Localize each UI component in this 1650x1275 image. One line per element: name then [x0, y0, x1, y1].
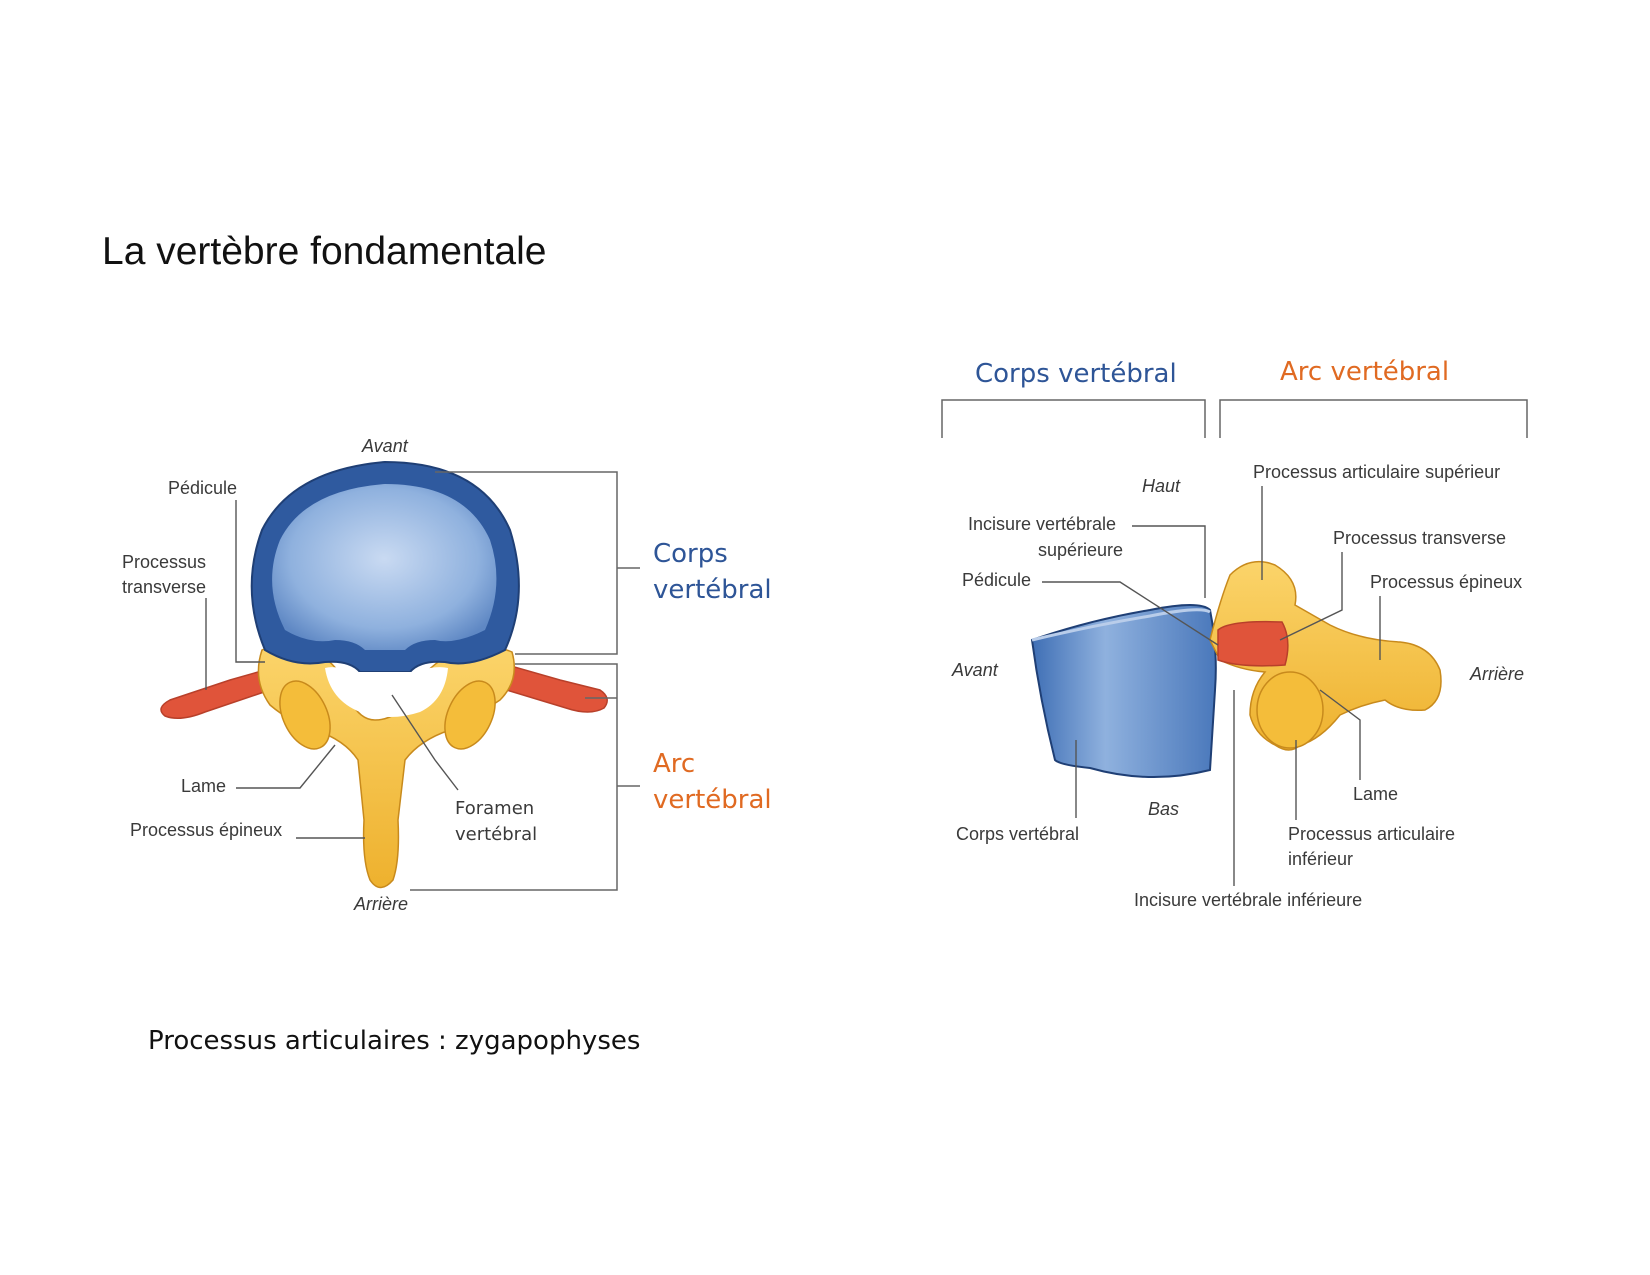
vertebral-body-cancellous [272, 484, 497, 650]
label-proc-art-sup: Processus articulaire supérieur [1253, 462, 1500, 482]
label-arc-top-1: Arc [653, 749, 695, 779]
articular-facet-right [444, 680, 496, 750]
label-corps-top-1: Corps [653, 539, 728, 569]
side-view-leader-lines [1042, 486, 1381, 886]
top-view-leader-lines [205, 471, 640, 891]
label-corps-vertebral-side: Corps vertébral [956, 824, 1079, 844]
label-lame-side: Lame [1353, 784, 1398, 804]
label-haut: Haut [1142, 476, 1181, 496]
label-pedicule-side: Pédicule [962, 570, 1031, 590]
label-incisure-sup-2: supérieure [1038, 540, 1123, 560]
label-arc-top-2: vertébral [653, 785, 772, 815]
bracket-arc [1219, 399, 1528, 438]
label-avant-top: Avant [361, 436, 409, 456]
bracket-corps [941, 399, 1206, 438]
label-proc-transverse-side: Processus transverse [1333, 528, 1506, 548]
articular-inferior-side [1256, 671, 1324, 749]
foramen-shape [325, 667, 448, 717]
label-pedicule-top: Pédicule [168, 478, 237, 498]
label-proc-art-inf-1: Processus articulaire [1288, 824, 1455, 844]
pedicle-side [1217, 620, 1289, 667]
label-foramen-2: vertébral [455, 824, 537, 845]
label-corps-top-2: vertébral [653, 575, 772, 605]
label-processus-transverse-top-2: transverse [122, 577, 206, 597]
label-incisure-sup-1: Incisure vertébrale [968, 514, 1116, 534]
page-title: La vertèbre fondamentale [102, 230, 547, 273]
label-arriere-top: Arrière [353, 894, 408, 914]
articular-facet-left [279, 680, 331, 750]
label-proc-art-inf-2: inférieur [1288, 849, 1353, 869]
top-view-illustration [160, 460, 608, 889]
vertebral-body-side [1030, 604, 1217, 778]
label-lame-top: Lame [181, 776, 226, 796]
header-arc-vertebral: Arc vertébral [1280, 357, 1449, 387]
label-processus-epineux-top: Processus épineux [130, 820, 282, 840]
label-processus-transverse-top-1: Processus [122, 552, 206, 572]
header-corps-vertebral: Corps vertébral [975, 359, 1177, 389]
footer-note: Processus articulaires : zygapophyses [148, 1026, 641, 1056]
side-view-illustration [1030, 560, 1442, 778]
label-proc-epineux-side: Processus épineux [1370, 572, 1522, 592]
label-incisure-inf: Incisure vertébrale inférieure [1134, 890, 1362, 910]
label-bas: Bas [1148, 799, 1179, 819]
label-foramen-1: Foramen [455, 798, 534, 819]
label-arriere-side: Arrière [1469, 664, 1524, 684]
label-avant-side: Avant [951, 660, 999, 680]
